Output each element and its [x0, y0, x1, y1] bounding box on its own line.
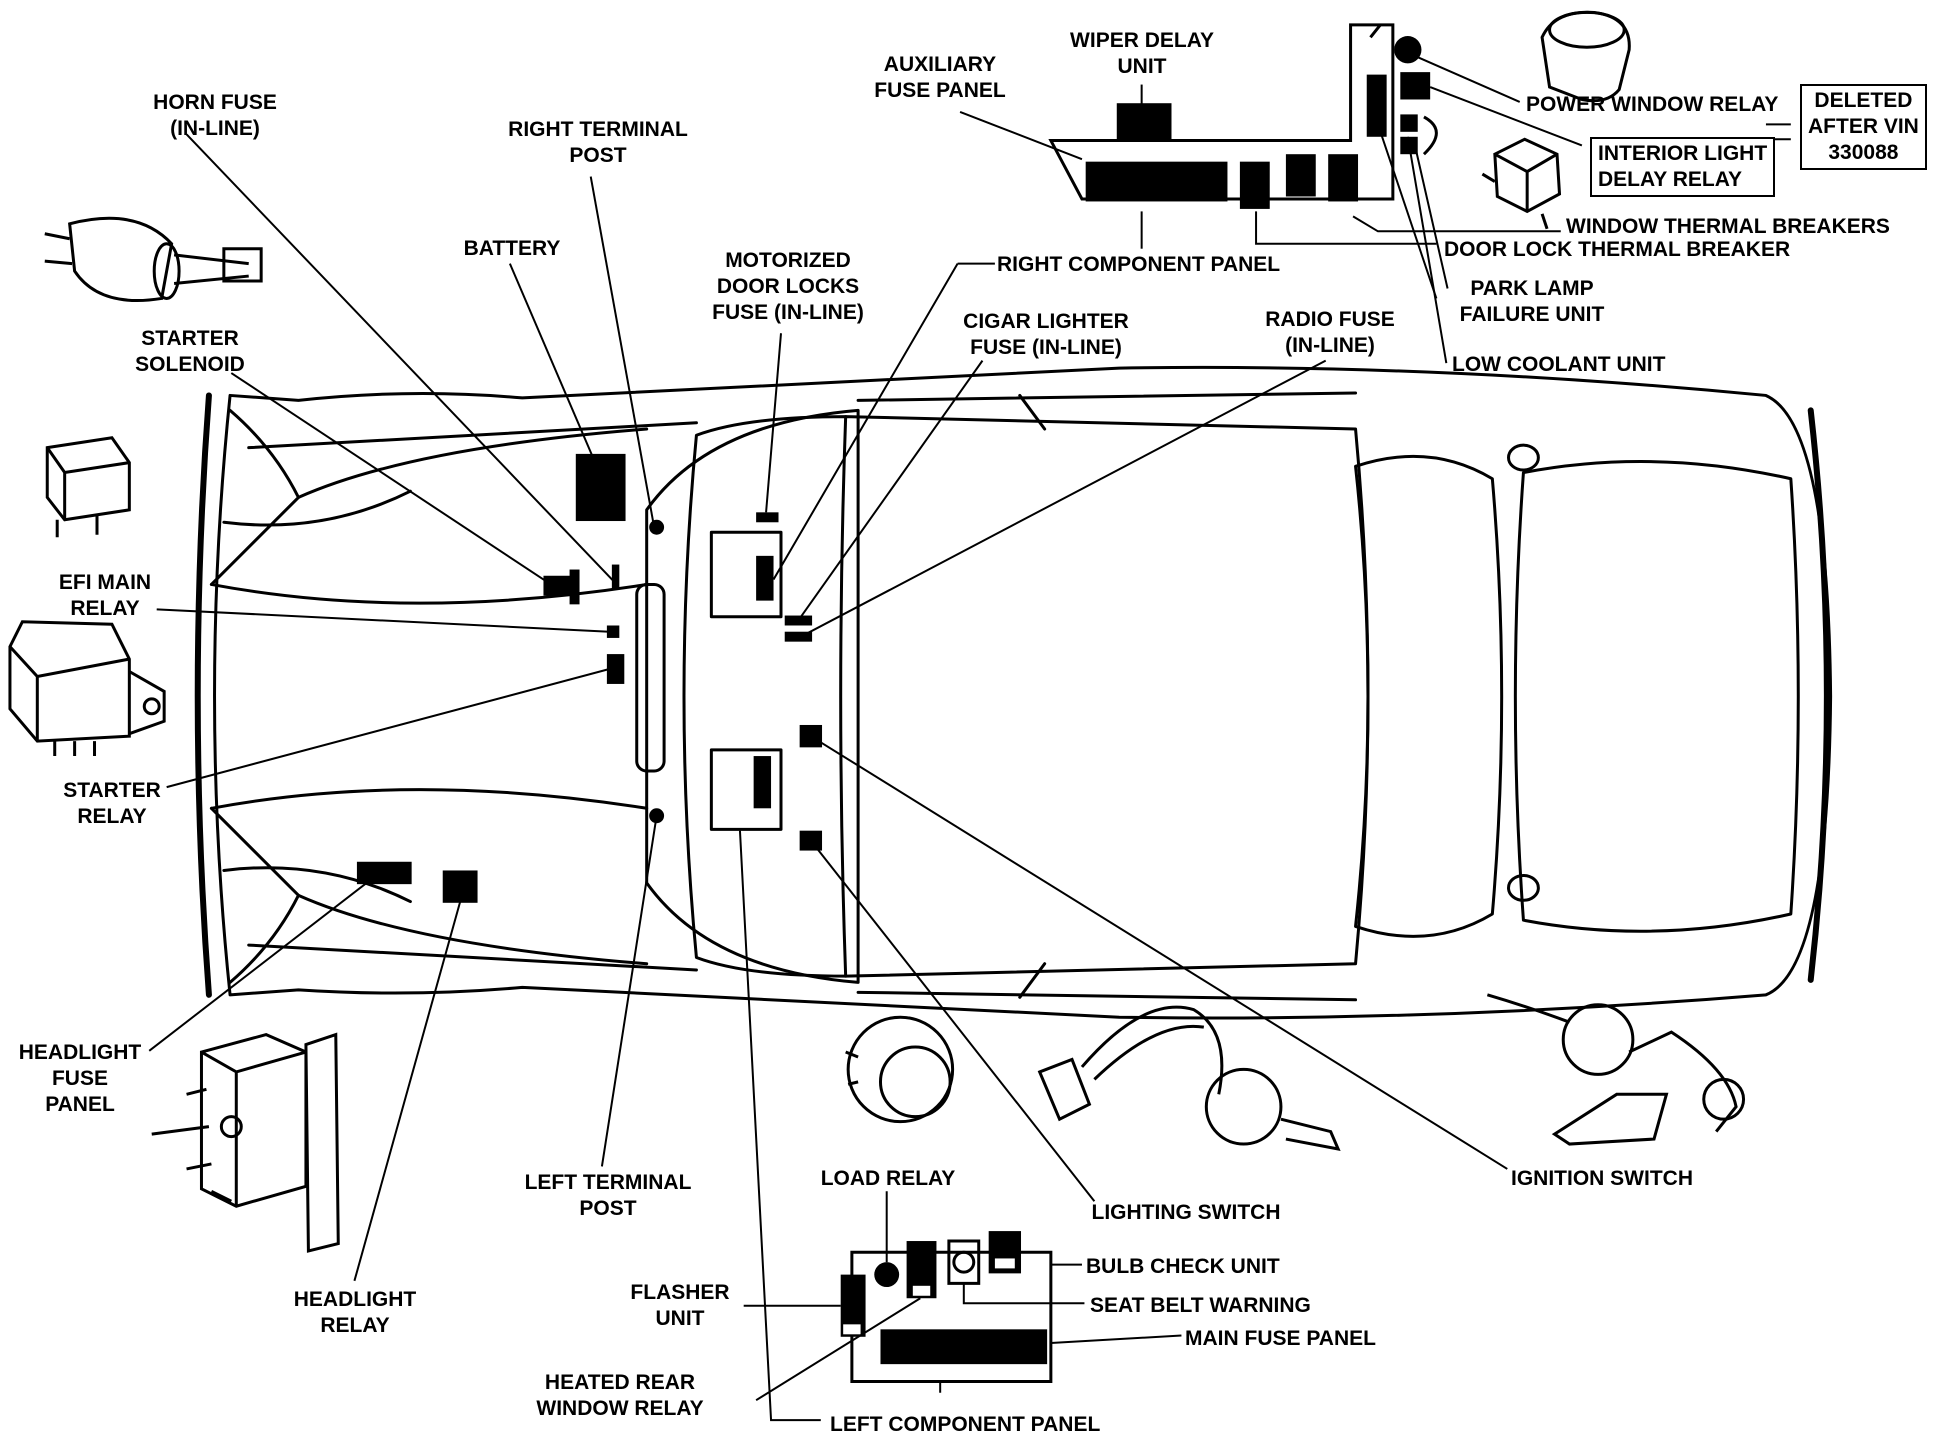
battery-mark	[575, 453, 626, 522]
label-battery: BATTERY	[463, 237, 561, 260]
label-ignition-switch: IGNITION SWITCH	[1511, 1167, 1693, 1190]
lighting-switch-sketch	[1040, 1007, 1338, 1149]
power-window-relay-sketch	[1542, 12, 1629, 100]
leader-lines	[149, 57, 1791, 1420]
label-door-lock-thermal-breaker: DOOR LOCK THERMAL BREAKER	[1444, 238, 1791, 261]
rear-window	[1356, 456, 1502, 936]
label-load-relay: LOAD RELAY	[820, 1167, 956, 1190]
label-radio-fuse: RADIO FUSE(IN-LINE)	[1265, 308, 1395, 357]
right-component-panel-on-car	[711, 532, 781, 617]
label-lighting-switch: LIGHTING SWITCH	[1091, 1201, 1281, 1224]
efi-relay-sketch	[10, 622, 164, 756]
label-power-window-relay: POWER WINDOW RELAY	[1526, 93, 1779, 116]
label-low-coolant-unit: LOW COOLANT UNIT	[1452, 353, 1666, 376]
roof-outline	[684, 417, 1368, 977]
ignition-switch-sketch	[1487, 995, 1743, 1144]
label-horn-fuse: HORN FUSE(IN-LINE)	[153, 91, 277, 140]
trunk-lid	[1515, 461, 1798, 931]
relay-cube-sketch	[47, 438, 129, 537]
label-left-component-panel: LEFT COMPONENT PANEL	[830, 1413, 1101, 1436]
windshield	[647, 410, 858, 982]
label-seat-belt-warning: SEAT BELT WARNING	[1090, 1294, 1311, 1317]
starter-solenoid-sketch	[45, 218, 261, 300]
interior-light-relay-sketch	[1482, 139, 1559, 229]
hood-outline	[211, 410, 298, 982]
car-body-outline	[215, 367, 1831, 1018]
label-right-component-panel: RIGHT COMPONENT PANEL	[997, 253, 1281, 276]
headlight-relay-sketch	[152, 1035, 339, 1251]
left-component-panel-on-car	[711, 750, 781, 830]
label-bulb-check-unit: BULB CHECK UNIT	[1086, 1255, 1280, 1278]
round-relay-sketch	[846, 1017, 953, 1121]
label-main-fuse-panel: MAIN FUSE PANEL	[1185, 1327, 1376, 1350]
label-window-thermal-breakers: WINDOW THERMAL BREAKERS	[1566, 215, 1890, 238]
